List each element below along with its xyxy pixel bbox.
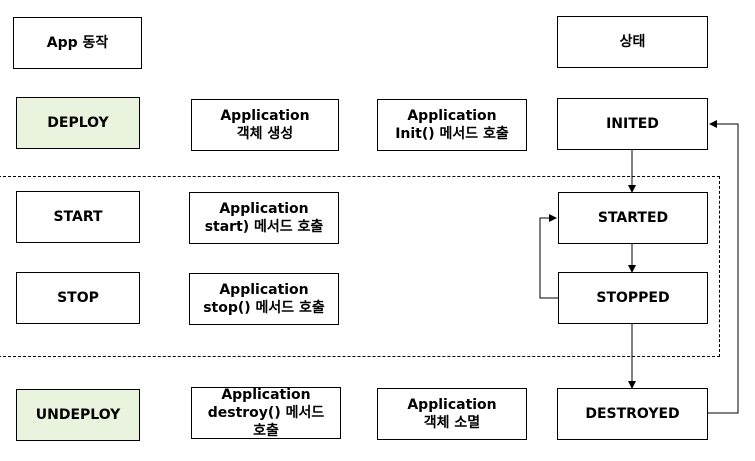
arrow-destroyed-to-inited-loop <box>708 120 739 414</box>
start-action-label: START <box>53 209 103 225</box>
inited-state-label: INITED <box>606 116 659 132</box>
app-create-step-box: Application 객체 생성 <box>191 99 339 151</box>
undeploy-action-label: UNDEPLOY <box>35 407 121 423</box>
app-destroy-step-box: Application 객체 소멸 <box>377 388 527 440</box>
running-region-dashed-border <box>0 176 720 357</box>
init-call-step-label: Application Init() 메서드 호출 <box>395 108 509 142</box>
init-call-step-box: Application Init() 메서드 호출 <box>377 99 527 151</box>
started-state-box: STARTED <box>558 192 708 244</box>
destroyed-state-label: DESTROYED <box>585 406 680 422</box>
app-action-header: App 동작 <box>13 17 142 69</box>
deploy-action-box: DEPLOY <box>16 97 140 149</box>
start-action-box: START <box>16 191 140 243</box>
stop-action-label: STOP <box>57 290 99 306</box>
app-create-step-label: Application 객체 생성 <box>220 108 310 142</box>
start-call-step-label: Application start) 메서드 호출 <box>204 201 324 235</box>
inited-state-box: INITED <box>557 98 708 150</box>
start-call-step-box: Application start) 메서드 호출 <box>189 192 339 244</box>
arrow-stopped-to-started-loop <box>539 214 558 299</box>
app-action-header-label: App 동작 <box>46 35 109 51</box>
stop-call-step-box: Application stop() 메서드 호출 <box>189 273 339 325</box>
destroyed-state-box: DESTROYED <box>557 388 708 440</box>
app-destroy-step-label: Application 객체 소멸 <box>407 397 497 431</box>
deploy-action-label: DEPLOY <box>47 115 109 131</box>
state-header: 상태 <box>557 16 708 68</box>
stop-action-box: STOP <box>16 272 140 324</box>
destroy-call-step-label: Application destroy() 메서드 호출 <box>207 387 325 439</box>
started-state-label: STARTED <box>597 210 669 226</box>
stop-call-step-label: Application stop() 메서드 호출 <box>203 282 325 316</box>
destroy-call-step-box: Application destroy() 메서드 호출 <box>191 387 341 439</box>
state-header-label: 상태 <box>619 34 646 50</box>
stopped-state-label: STOPPED <box>596 290 670 306</box>
stopped-state-box: STOPPED <box>558 272 708 324</box>
undeploy-action-box: UNDEPLOY <box>16 389 140 441</box>
